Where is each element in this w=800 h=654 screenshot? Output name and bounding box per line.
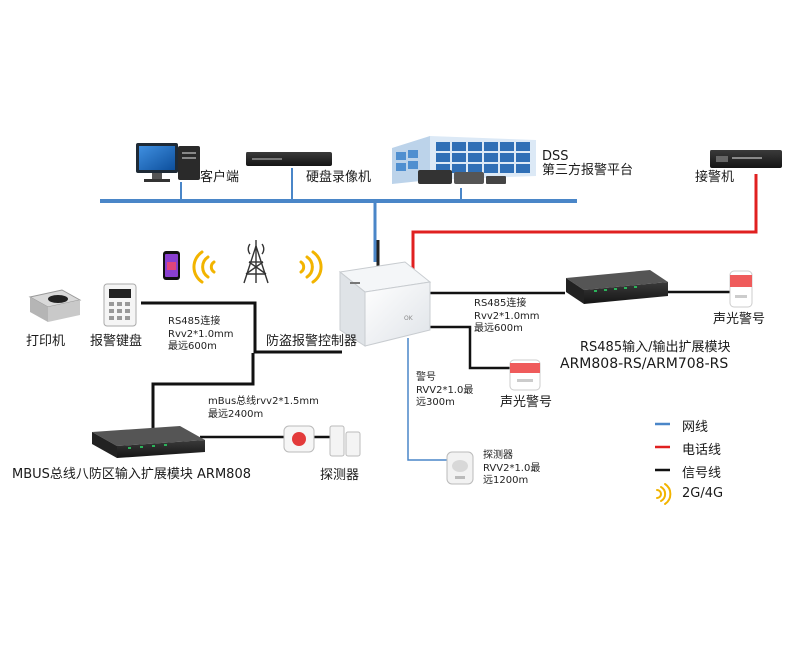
wireless-signal-icon (192, 250, 216, 284)
rs485-module-label-2: ARM808-RS/ARM708-RS (560, 356, 729, 372)
controller-label: 防盗报警控制器 (266, 334, 358, 349)
svg-text:OK: OK (404, 315, 414, 322)
mbus-note: mBus总线rvv2*1.5mm 最远2400m (208, 396, 319, 420)
legend-swatches (655, 422, 672, 505)
receiver-label: 接警机 (695, 170, 735, 185)
detector-note: 探测器 RVV2*1.0最 远1200m (483, 450, 541, 486)
network-lines (100, 168, 577, 461)
siren-mid-label: 声光警号 (500, 395, 553, 410)
nvr-label: 硬盘录像机 (306, 170, 372, 185)
client-label: 客户端 (200, 170, 240, 185)
dss-title-label: DSS (542, 149, 569, 164)
dss-sub-label: 第三方报警平台 (542, 163, 634, 178)
dss-platform-icon (392, 136, 536, 184)
wireless-signal-icon-2 (299, 250, 323, 284)
legend-phone-label: 电话线 (682, 443, 722, 458)
printer-icon (28, 289, 82, 322)
phone-line (411, 174, 758, 290)
rs485-left-note: RS485连接 Rvv2*1.0mm 最远600m (168, 316, 234, 352)
detector-left-label: 探测器 (320, 468, 360, 483)
alarm-note: 警号 RVV2*1.0最 远300m (416, 372, 474, 408)
mbus-module-icon (92, 426, 205, 458)
alarm-receiver-icon (710, 150, 782, 168)
siren-mid-icon (509, 359, 541, 391)
rs485-right-note: RS485连接 Rvv2*1.0mm 最远600m (474, 298, 540, 334)
mbus-module-label: MBUS总线八防区输入扩展模块 ARM808 (12, 467, 251, 482)
emergency-button-icon (283, 425, 315, 453)
pir-detector-icon (446, 451, 474, 485)
mobile-phone-icon (163, 251, 180, 280)
siren-right-icon (729, 270, 753, 308)
legend-network-label: 网线 (682, 420, 709, 435)
network-bus (100, 199, 577, 203)
client-pc-icon (136, 143, 200, 182)
alarm-controller-icon: OK (338, 240, 432, 347)
signal-tower-icon (243, 240, 269, 284)
printer-label: 打印机 (26, 334, 66, 349)
keypad-label: 报警键盘 (90, 334, 143, 349)
door-contact-icon (329, 425, 361, 457)
legend-signal-label: 信号线 (682, 466, 722, 481)
alarm-keypad-icon (103, 283, 137, 327)
rs485-module-label-1: RS485输入/输出扩展模块 (580, 340, 731, 355)
rs485-module-icon (566, 270, 668, 304)
detector-line (407, 338, 455, 461)
nvr-icon (246, 152, 332, 166)
signal-lines (141, 290, 730, 439)
siren-right-label: 声光警号 (713, 312, 766, 327)
legend-wireless-label: 2G/4G (682, 486, 724, 501)
